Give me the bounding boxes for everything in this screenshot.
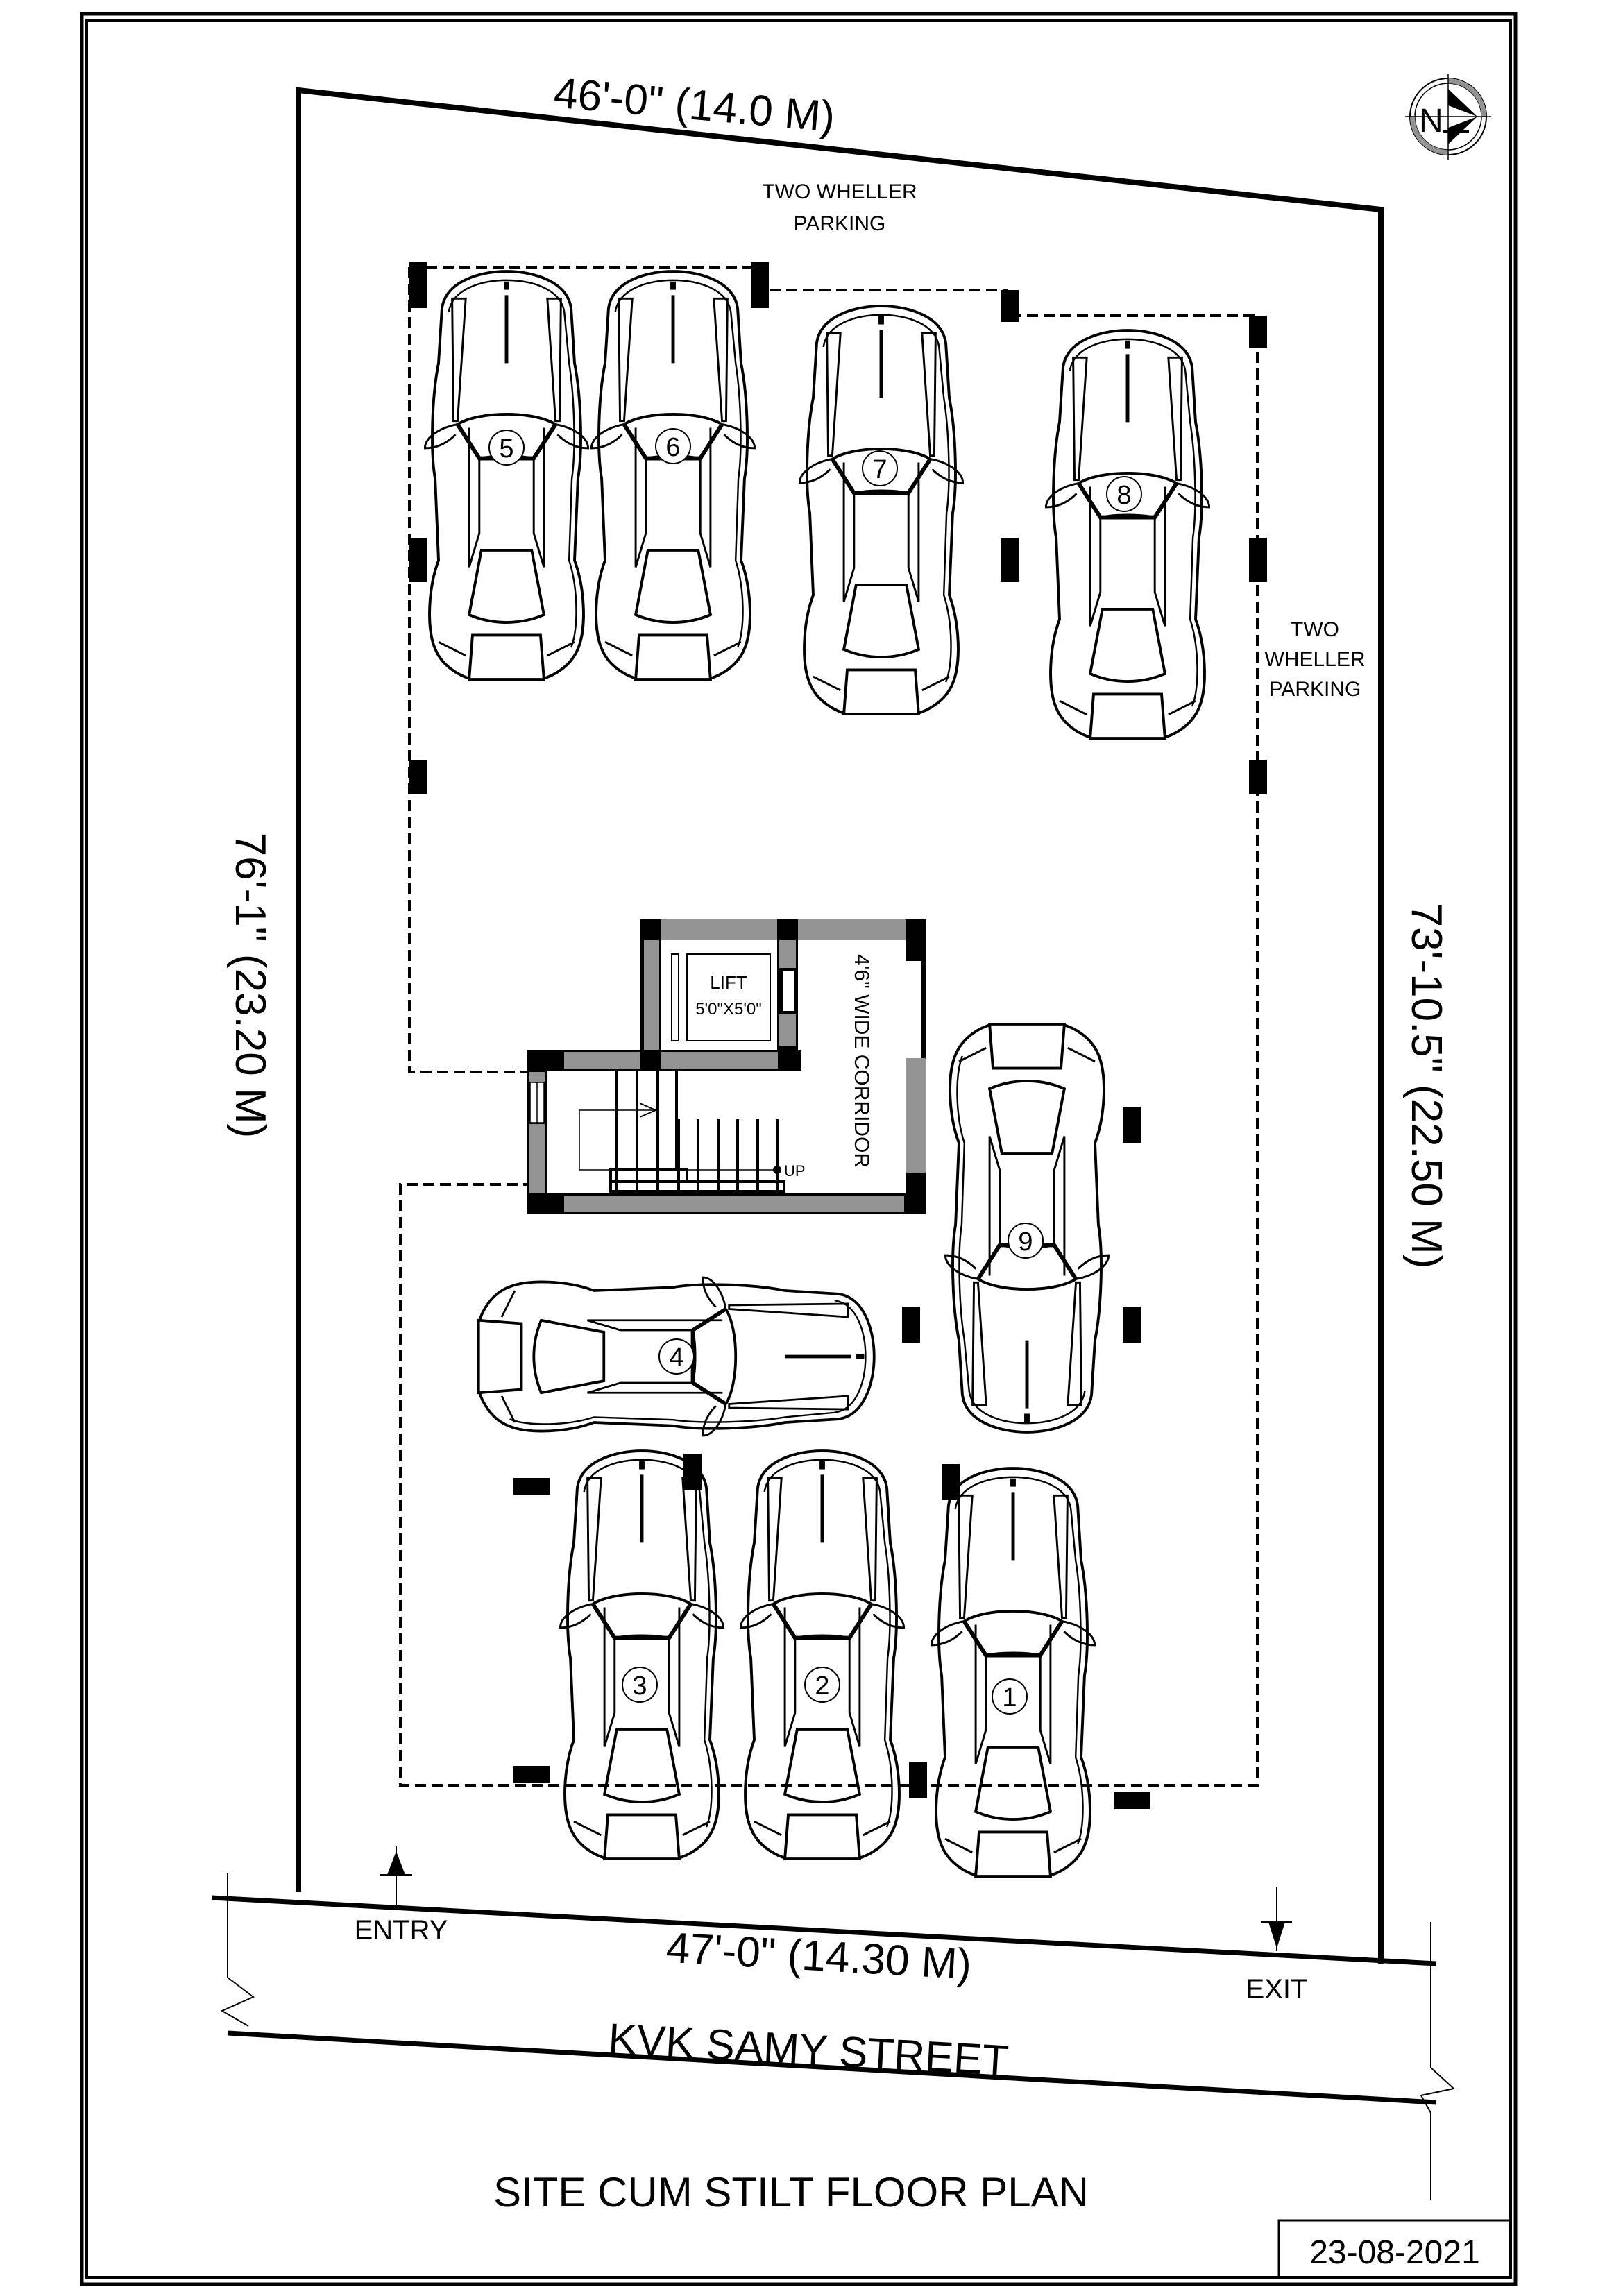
car-slot-1: 1 (931, 1468, 1094, 1876)
slot-number: 5 (499, 434, 513, 464)
drawing-date: 23-08-2021 (1309, 2234, 1480, 2271)
plot-boundary (296, 87, 1384, 1964)
car-slot-5: 5 (425, 271, 588, 679)
lift-size: 5'0"X5'0" (695, 1000, 762, 1019)
slot-number: 7 (872, 455, 887, 484)
two-wheeler-parking-right-line1: TWO (1291, 618, 1339, 641)
street-edge-top (211, 1895, 1437, 1966)
lift-label: LIFT (710, 972, 747, 993)
entry-arrow-icon (380, 1846, 412, 1905)
slot-number: 8 (1116, 481, 1131, 510)
date-box (1277, 2219, 1512, 2279)
car-slot-4: 4 (479, 1277, 874, 1436)
slot-number: 4 (669, 1343, 683, 1372)
car-slot-6: 6 (591, 271, 754, 679)
car-slot-9: 9 (945, 1024, 1108, 1432)
two-wheeler-parking-right-line2: WHELLER (1264, 648, 1365, 671)
entry-label: ENTRY (355, 1915, 448, 1946)
north-arrow-icon: N (1405, 74, 1491, 160)
sheet-inner-border (85, 19, 1512, 2279)
exit-label: EXIT (1246, 1974, 1308, 2005)
exit-arrow-icon (1261, 1887, 1292, 1951)
car-slot-3: 3 (560, 1451, 723, 1859)
north-label: N (1419, 103, 1443, 139)
slot-number: 6 (665, 433, 680, 462)
dimension-left: 76'-1" (23.20 M) (226, 833, 274, 1138)
slot-number: 9 (1018, 1227, 1033, 1257)
dimension-bottom: 47'-0" (14.30 M) (665, 1924, 973, 1989)
two-wheeler-parking-top-line2: PARKING (794, 212, 886, 235)
break-mark-right (1420, 2067, 1456, 2200)
car-slot-7: 7 (799, 306, 962, 714)
slot-number: 1 (1002, 1683, 1017, 1712)
street-edge-bottom (227, 2030, 1437, 2105)
sheet-outer-border (80, 12, 1518, 2286)
corridor-label: 4'6" WIDE CORRIDOR (850, 954, 873, 1168)
slot-number: 2 (815, 1672, 829, 1701)
car-slot-2: 2 (740, 1451, 903, 1859)
slot-number: 3 (632, 1672, 647, 1701)
car-slot-8: 8 (1046, 330, 1209, 738)
break-mark-left (220, 1977, 255, 2027)
two-wheeler-parking-right-line3: PARKING (1269, 678, 1361, 701)
street-name: KVK SAMY STREET (607, 2015, 1010, 2085)
dimension-top: 46'-0" (14.0 M) (552, 69, 837, 141)
two-wheeler-parking-top-line1: TWO WHELLER (762, 180, 917, 203)
building-core: LIFT 5'0"X5'0" (527, 919, 926, 1214)
columns (409, 262, 1267, 1809)
dimension-right: 73'-10.5" (22.50 M) (1402, 903, 1450, 1269)
stair-up-label: UP (784, 1162, 806, 1180)
drawing-title: SITE CUM STILT FLOOR PLAN (493, 2169, 1089, 2216)
